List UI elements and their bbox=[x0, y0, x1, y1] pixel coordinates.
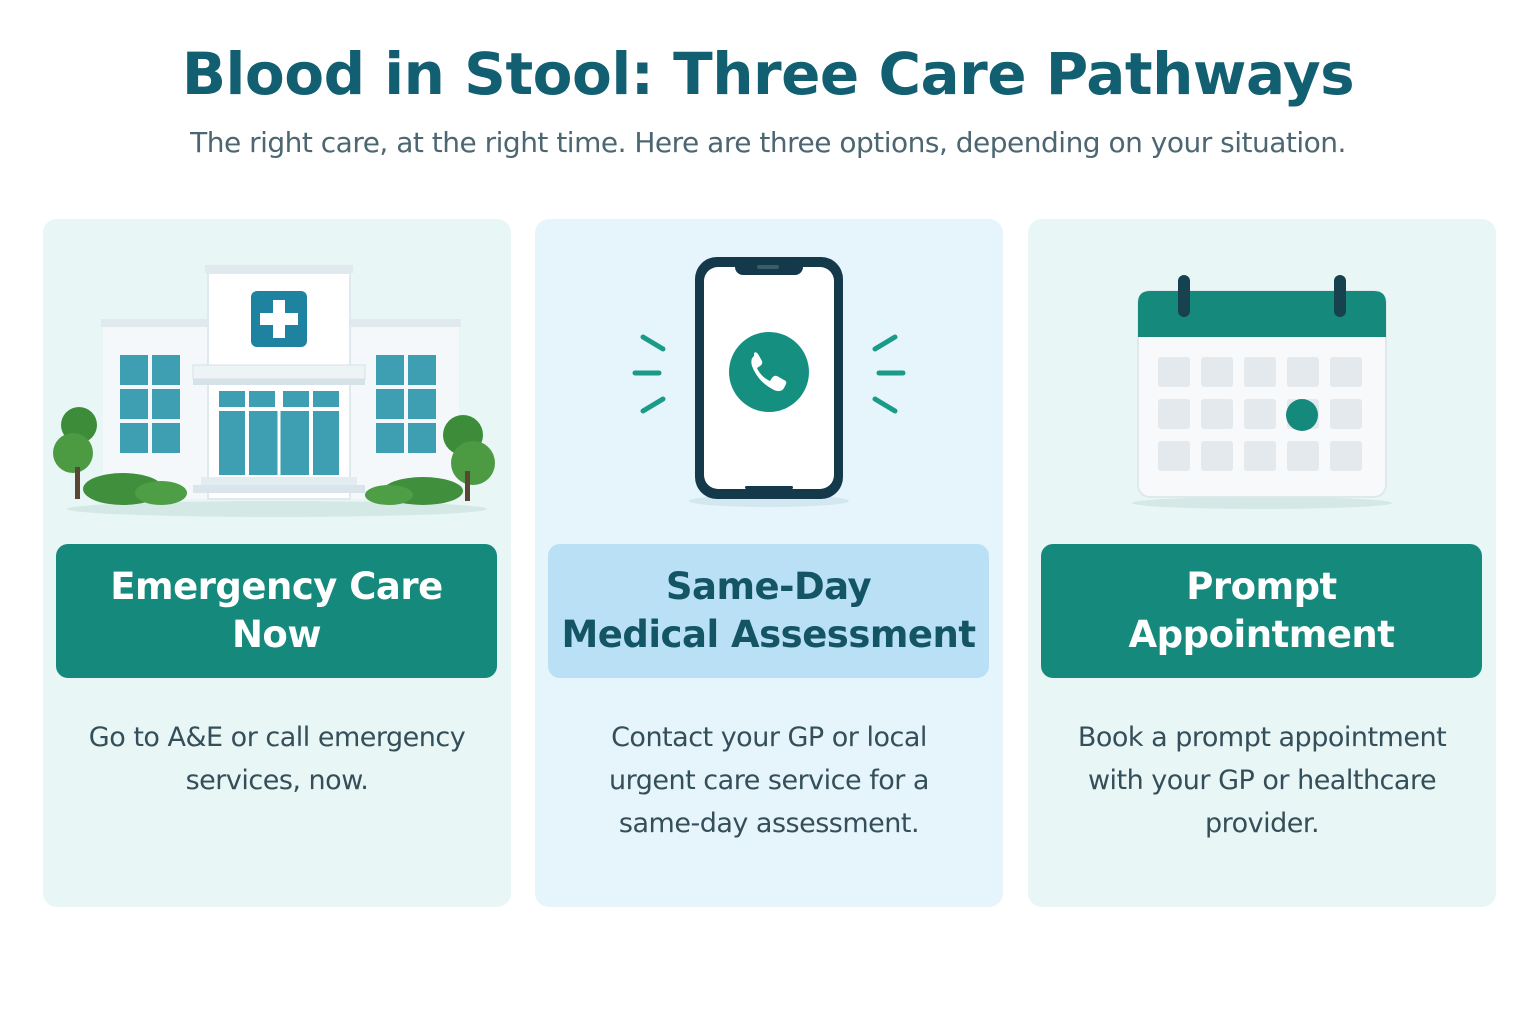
card-same-day-assessment: Same-Day Medical Assessment Contact your… bbox=[535, 219, 1003, 907]
card-title-banner: Prompt Appointment bbox=[1041, 544, 1482, 678]
card-description: Book a prompt appointment with your GP o… bbox=[1077, 722, 1447, 839]
card-title-line1: Same-Day bbox=[665, 565, 872, 608]
card-title-banner: Emergency Care Now bbox=[56, 544, 497, 678]
card-title-line1: Emergency Care bbox=[110, 565, 443, 608]
card-emergency-care: Emergency Care Now Go to A&E or call eme… bbox=[43, 219, 511, 907]
card-prompt-appointment: Prompt Appointment Book a prompt appoint… bbox=[1028, 219, 1496, 907]
page-title: Blood in Stool: Three Care Pathways bbox=[181, 40, 1355, 108]
card-title-line1: Prompt bbox=[1186, 565, 1337, 608]
calendar-icon bbox=[1132, 275, 1392, 509]
card-description: Contact your GP or local urgent care ser… bbox=[609, 722, 929, 839]
card-description: Go to A&E or call emergency services, no… bbox=[88, 722, 466, 796]
card-title-banner: Same-Day Medical Assessment bbox=[548, 544, 989, 678]
card-title-line2: Medical Assessment bbox=[561, 613, 976, 656]
page-subtitle: The right care, at the right time. Here … bbox=[190, 126, 1346, 159]
hospital-icon bbox=[53, 265, 495, 517]
card-title-line2: Appointment bbox=[1128, 613, 1395, 656]
card-title-line2: Now bbox=[231, 613, 322, 656]
phone-call-icon bbox=[632, 257, 906, 507]
